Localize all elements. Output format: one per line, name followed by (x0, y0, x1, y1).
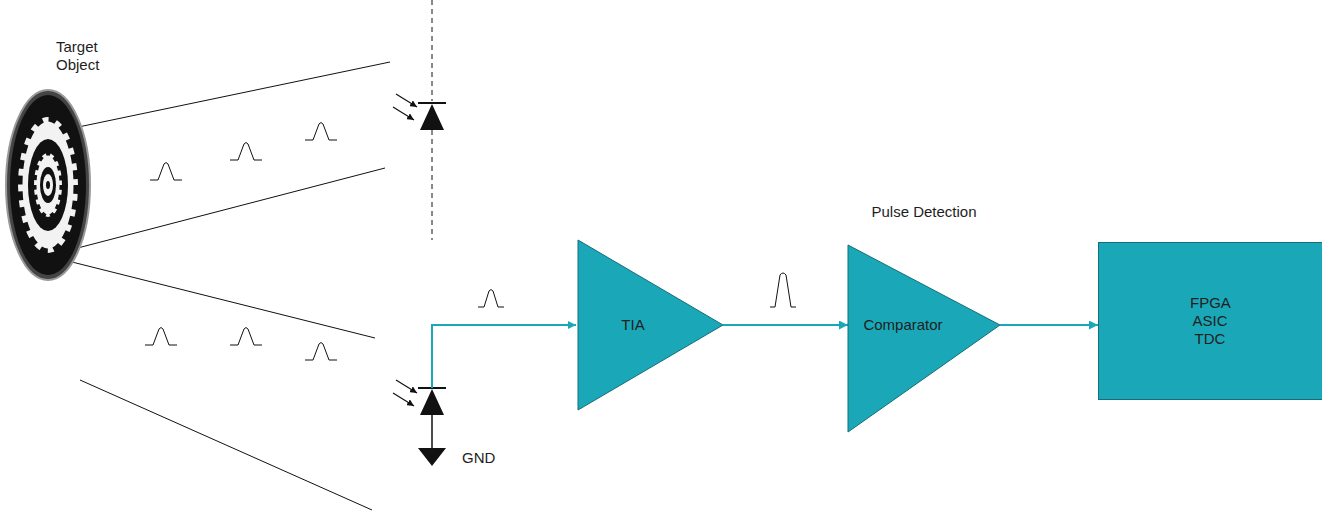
processing-box: FPGA ASIC TDC (1098, 242, 1322, 400)
section-heading: Pulse Detection (871, 203, 976, 221)
photodiode-symbol (393, 0, 446, 240)
triangle-outline (848, 198, 1000, 432)
photodiode-symbol (393, 380, 446, 448)
ground-symbol (418, 448, 446, 466)
voltage-pulse (770, 273, 796, 307)
target-object: Target Object (0, 30, 112, 290)
node-label: Comparator (863, 316, 942, 334)
current-pulse (478, 290, 504, 308)
processing-rect (1099, 243, 1322, 400)
signal-connector (723, 324, 848, 326)
comparator: Pulse DetectionComparator (848, 198, 1000, 432)
amplifier-triangle (578, 240, 723, 410)
amplifier-triangle (848, 245, 1000, 432)
node-label: FPGA ASIC TDC (1190, 294, 1230, 348)
node-label: TIA (621, 316, 644, 334)
signal-connector (1000, 324, 1098, 326)
light-pulse (145, 123, 337, 361)
node-label: Target Object (56, 38, 99, 74)
target-disc (6, 90, 90, 280)
signal-wire (432, 325, 576, 388)
light-beam (40, 62, 390, 510)
triangle-outline (578, 240, 723, 410)
tia-amplifier: TIA (578, 240, 723, 410)
ground-label: GND (462, 449, 495, 467)
